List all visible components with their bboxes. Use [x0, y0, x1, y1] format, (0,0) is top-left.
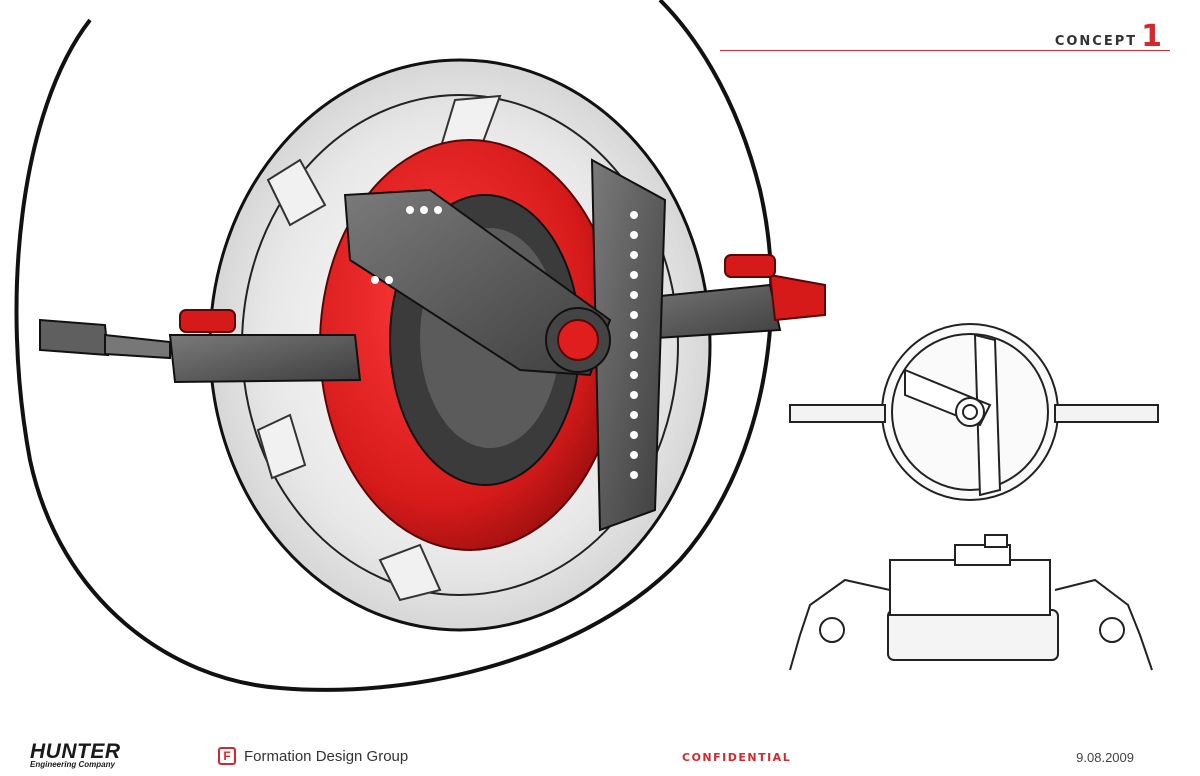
hunter-logo-text: HUNTER — [30, 740, 121, 763]
left-clamp-arm — [39, 309, 362, 384]
design-group: F Formation Design Group — [218, 747, 408, 765]
hunter-logo: HUNTER Engineering Company — [30, 741, 121, 769]
formation-logo-icon: F — [218, 747, 236, 765]
date-label: 9.08.2009 — [1076, 750, 1134, 765]
footer-bar: HUNTER Engineering Company F Formation D… — [0, 735, 1200, 776]
hunter-logo-subtitle: Engineering Company — [30, 760, 115, 769]
header-rule — [720, 50, 1170, 51]
y-frame — [343, 158, 667, 532]
top-view-sketch — [789, 534, 1153, 671]
concept-title: CONCEPT 1 — [1054, 19, 1162, 54]
tire-outline — [14, 0, 774, 692]
confidential-label: CONFIDENTIAL — [682, 751, 792, 764]
concept-label: CONCEPT — [1054, 34, 1138, 49]
concept-number: 1 — [1141, 19, 1162, 54]
design-group-name: Formation Design Group — [244, 747, 409, 765]
concept-illustration — [14, 0, 1159, 692]
front-view-sketch — [789, 323, 1159, 501]
